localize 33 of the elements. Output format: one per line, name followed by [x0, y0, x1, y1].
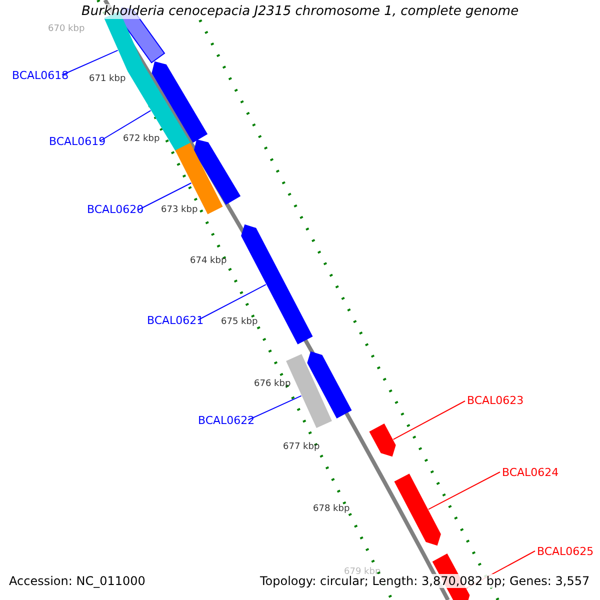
gene-label: BCAL0625 — [537, 545, 594, 558]
leader-line — [392, 400, 466, 440]
gene-segment — [241, 224, 313, 344]
scale-label: 677 kbp — [283, 442, 320, 452]
gene-label: BCAL0623 — [467, 394, 524, 407]
scale-label: 671 kbp — [89, 74, 126, 84]
scale-label: 670 kbp — [48, 24, 85, 34]
leader-line — [138, 182, 192, 210]
leader-line — [248, 395, 302, 420]
scale-label: 672 kbp — [123, 134, 160, 144]
title: Burkholderia cenocepacia J2315 chromosome 1, complete genome — [82, 4, 519, 19]
leader-line — [198, 284, 266, 320]
scale-label: 675 kbp — [221, 317, 258, 327]
gene-label: BCAL0622 — [198, 414, 255, 427]
scale-label: 673 kbp — [161, 205, 198, 215]
gene-segment — [369, 424, 396, 457]
accession-text: Accession: NC_011000 — [9, 574, 146, 588]
gene-segment — [394, 474, 441, 546]
gene-segment — [194, 139, 241, 205]
leader-line — [62, 50, 118, 76]
gene-segment — [307, 351, 352, 418]
scale-label: 678 kbp — [313, 504, 350, 514]
gene-label: BCAL0618 — [12, 69, 69, 82]
scale-label: 674 kbp — [190, 256, 227, 266]
gene-label: BCAL0624 — [502, 466, 559, 479]
gene-label: BCAL0620 — [87, 203, 144, 216]
scale-label: 676 kbp — [254, 379, 291, 389]
leader-line — [100, 110, 152, 142]
gene-label: BCAL0621 — [147, 314, 204, 327]
leader-line — [428, 472, 500, 510]
gene-label: BCAL0619 — [49, 135, 106, 148]
genome-info-text: Topology: circular; Length: 3,870,082 bp; Genes: 3,557 — [260, 574, 590, 588]
scale-label: 679 kbp — [344, 567, 381, 577]
